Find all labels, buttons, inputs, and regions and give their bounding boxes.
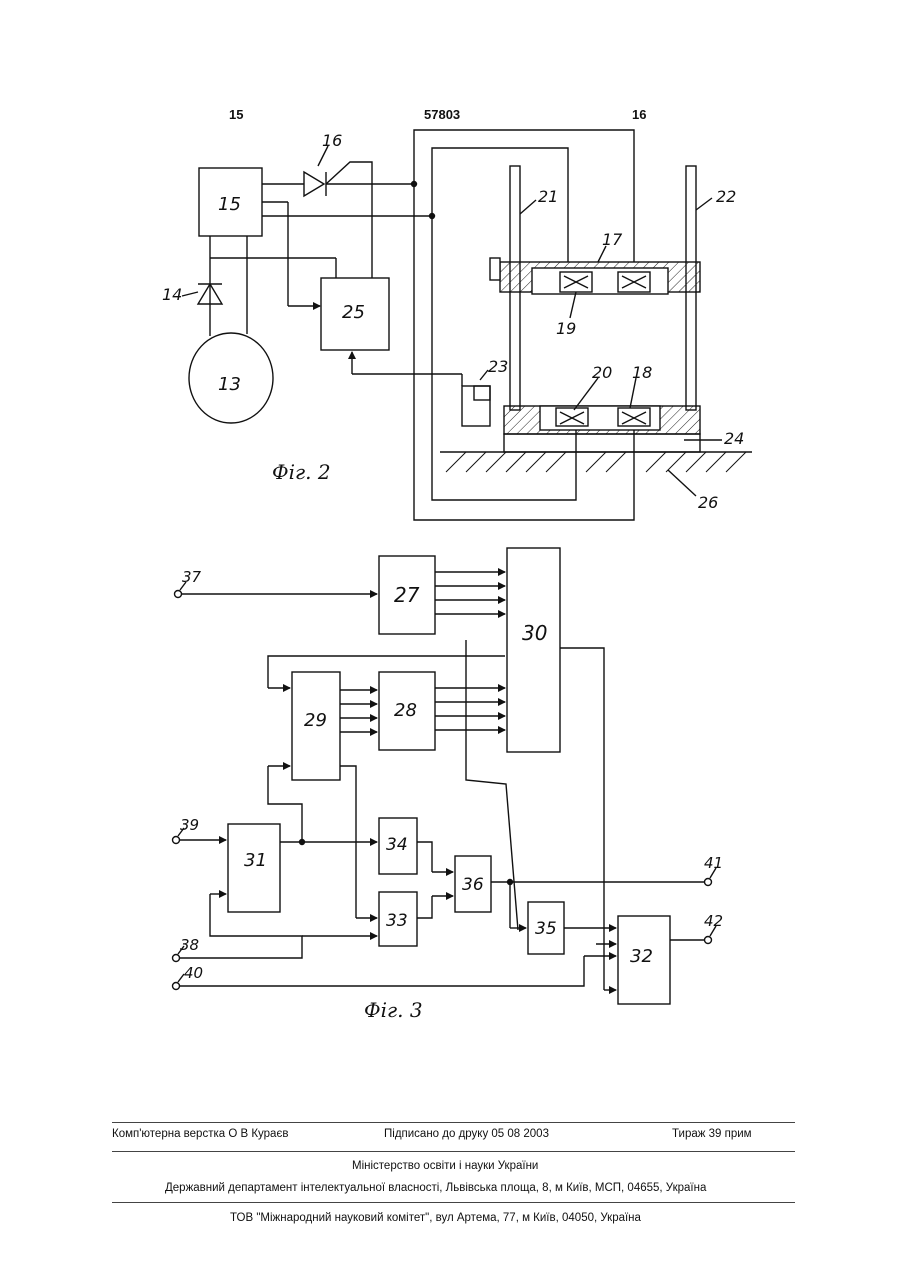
- label-25: 25: [342, 302, 365, 323]
- label-24: 24: [724, 429, 744, 448]
- label-38: 38: [180, 936, 199, 954]
- terminal-39: [173, 837, 180, 844]
- diode-16: [304, 172, 326, 196]
- block-30: [507, 548, 560, 752]
- terminal-38: [173, 955, 180, 962]
- label-14: 14: [162, 285, 182, 304]
- figure-3-caption: Фіг. 3: [364, 998, 423, 1022]
- terminal-37: [175, 591, 182, 598]
- label-34: 34: [386, 835, 408, 855]
- label-13: 13: [218, 374, 241, 395]
- label-15: 15: [218, 194, 241, 215]
- label-28: 28: [394, 700, 417, 721]
- footer-department: Державний департамент інтелектуальної вл…: [165, 1182, 706, 1194]
- label-26: 26: [698, 493, 718, 512]
- label-27: 27: [394, 583, 420, 607]
- figure-2: [182, 130, 752, 520]
- label-33: 33: [386, 911, 408, 931]
- footer-circulation: Тираж 39 прим: [672, 1128, 752, 1140]
- label-42: 42: [704, 912, 723, 930]
- label-22: 22: [716, 187, 736, 206]
- footer-layout: Комп'ютерна верстка О В Кураєв: [112, 1128, 288, 1140]
- terminal-42: [705, 937, 712, 944]
- footer-rule-bottom: [112, 1202, 795, 1203]
- label-32: 32: [630, 946, 653, 967]
- figure-2-caption: Фіг. 2: [272, 460, 331, 484]
- label-30: 30: [522, 621, 547, 645]
- label-21: 21: [538, 187, 558, 206]
- footer-printer: ТОВ "Міжнародний науковий комітет", вул …: [230, 1212, 641, 1224]
- footer-signed: Підписано до друку 05 08 2003: [384, 1128, 549, 1140]
- sensor-23: [462, 386, 490, 426]
- label-19: 19: [556, 319, 576, 338]
- label-41: 41: [704, 854, 723, 872]
- label-35: 35: [535, 919, 557, 939]
- label-31: 31: [244, 850, 267, 871]
- terminal-41: [705, 879, 712, 886]
- label-20: 20: [592, 363, 612, 382]
- label-16: 16: [322, 131, 342, 150]
- footer-ministry: Міністерство освіти і науки України: [352, 1160, 538, 1172]
- label-18: 18: [632, 363, 652, 382]
- label-36: 36: [462, 875, 484, 895]
- label-40: 40: [184, 964, 203, 982]
- terminal-40: [173, 983, 180, 990]
- label-23: 23: [488, 357, 508, 376]
- label-29: 29: [304, 710, 327, 731]
- base-24: [504, 434, 700, 452]
- footer-rule-top: [112, 1122, 795, 1123]
- label-37: 37: [182, 568, 202, 586]
- label-39: 39: [180, 816, 199, 834]
- figure-3: [173, 548, 717, 1004]
- label-17: 17: [602, 230, 623, 249]
- footer-rule-middle: [112, 1151, 795, 1152]
